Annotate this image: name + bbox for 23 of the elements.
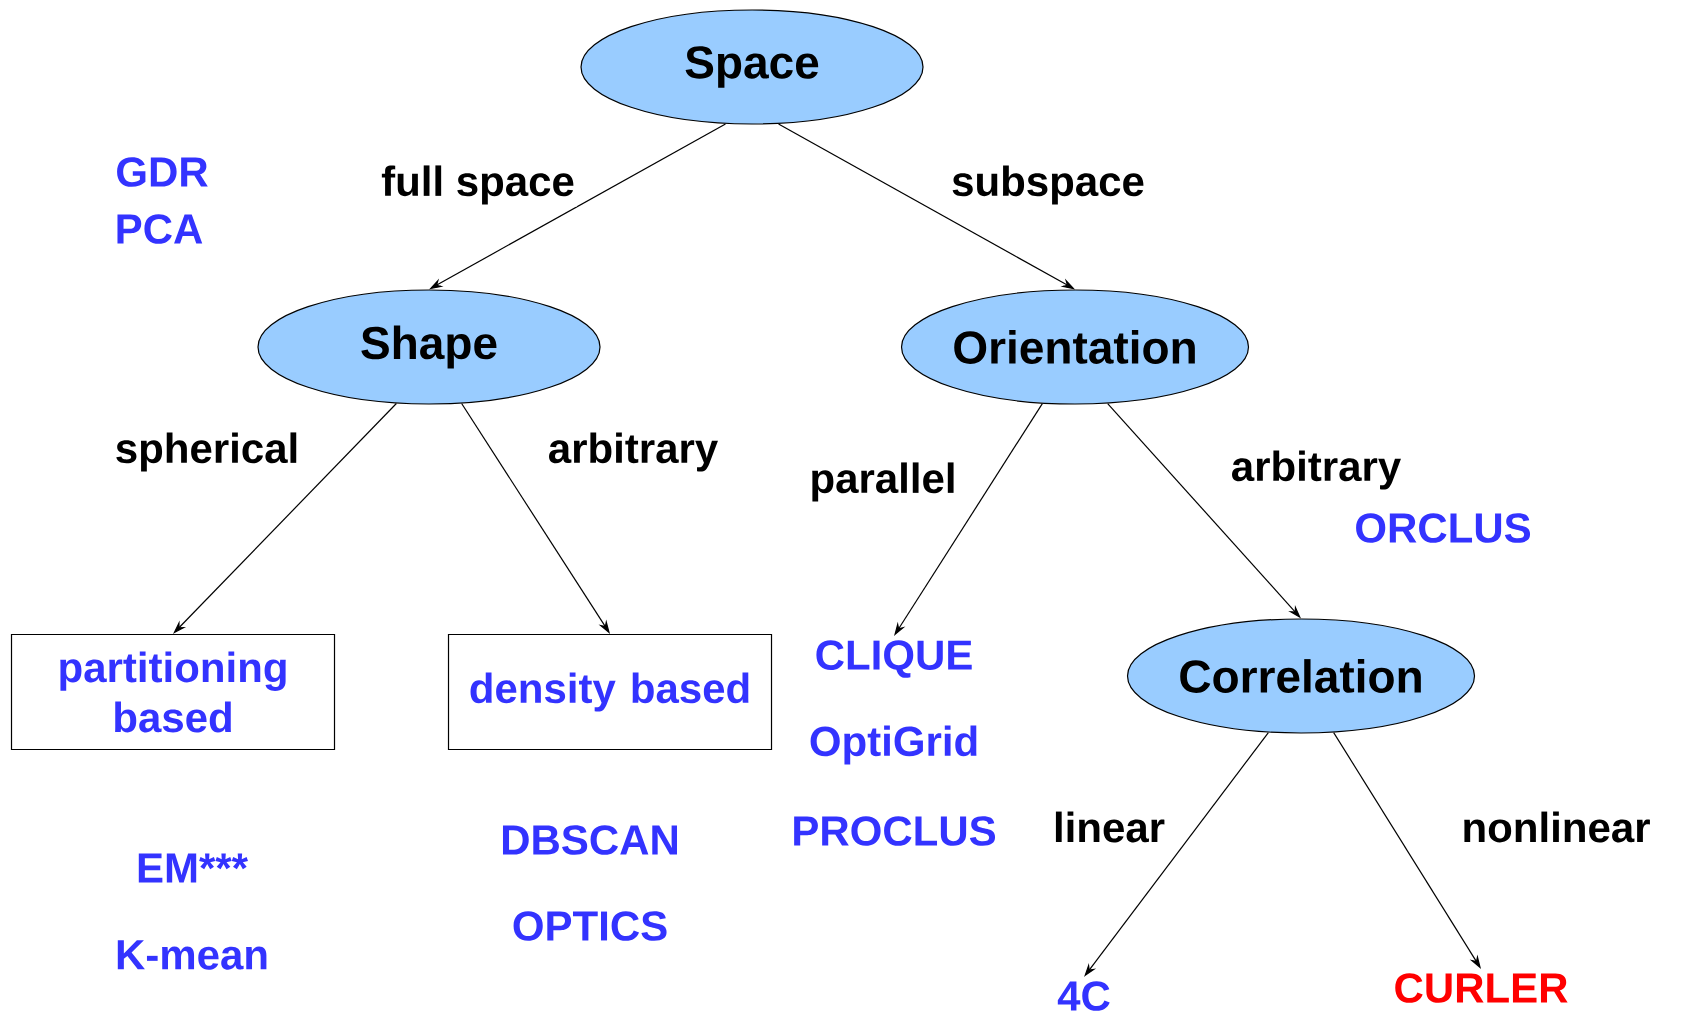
category-box: density based [447, 633, 773, 751]
method-name: ORCLUS [1356, 513, 1531, 543]
method-name: K-mean [117, 940, 267, 970]
method-name: CURLER [1395, 973, 1568, 1003]
edge-label: linear [1051, 809, 1168, 845]
edge-label: spherical [112, 430, 302, 474]
method-name: 4C [1057, 981, 1110, 1011]
edge-label: arbitrary [1228, 448, 1404, 492]
method-name: DBSCAN [503, 825, 677, 855]
edge-label: parallel [807, 460, 959, 504]
method-name: GDR [117, 157, 208, 187]
method-name: CLIQUE [816, 640, 972, 678]
method-name: PROCLUS [794, 816, 996, 846]
arrow [173, 402, 397, 634]
method-name: OptiGrid [810, 725, 977, 765]
edge-label: full space [379, 163, 577, 207]
method-name: PCA [117, 214, 203, 244]
edge-label: subspace [949, 163, 1147, 207]
method-name: OPTICS [513, 911, 667, 941]
method-name: EM*** [138, 853, 248, 883]
edge-label: arbitrary [545, 430, 721, 474]
category-box: partitioning based [10, 633, 336, 751]
edge-label: nonlinear [1459, 809, 1653, 845]
